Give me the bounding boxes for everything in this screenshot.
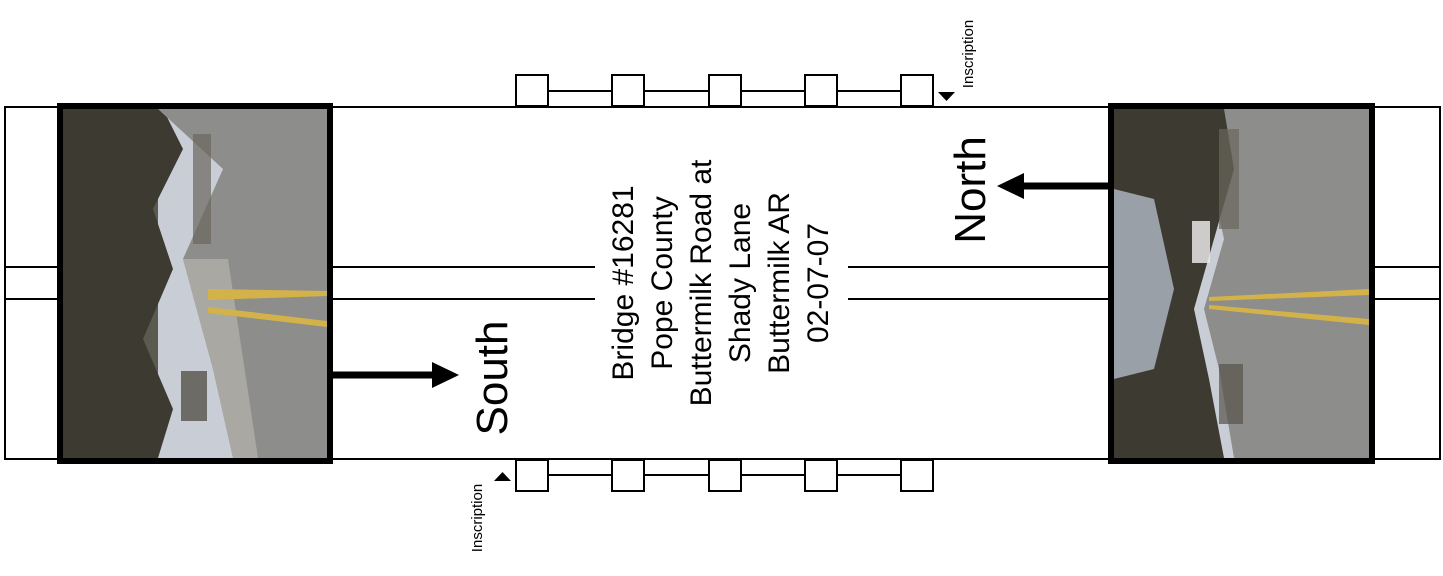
railing-post xyxy=(515,74,549,107)
south-road-photo xyxy=(57,103,333,464)
railing-post xyxy=(804,459,838,492)
railing-post xyxy=(708,74,742,107)
bottom-railing xyxy=(494,459,934,492)
railing-post xyxy=(804,74,838,107)
inscription-label-top: Inscription xyxy=(960,19,977,89)
title-line-4: Shady Lane xyxy=(724,202,757,364)
south-label: South xyxy=(468,320,517,436)
inscription-marker-top xyxy=(938,92,955,101)
railing-post xyxy=(900,74,934,107)
north-label: North xyxy=(946,136,995,244)
railing-post xyxy=(900,459,934,492)
railing-post xyxy=(515,459,549,492)
inscription-marker-bottom xyxy=(494,472,511,481)
railing-post xyxy=(708,459,742,492)
title-line-1: Bridge #16281 xyxy=(607,185,640,381)
top-railing xyxy=(515,74,955,107)
title-line-2: Pope County xyxy=(646,196,679,370)
inscription-label-bottom: Inscription xyxy=(469,483,486,553)
north-arrow-icon xyxy=(997,173,1108,199)
title-line-5: Buttermilk AR xyxy=(763,192,796,374)
north-road-photo xyxy=(1108,103,1375,464)
title-line-6: 02-07-07 xyxy=(802,222,835,344)
title-line-3: Buttermilk Road at xyxy=(685,159,718,407)
south-arrow-icon xyxy=(333,362,459,388)
railing-post xyxy=(611,459,645,492)
railing-post xyxy=(611,74,645,107)
